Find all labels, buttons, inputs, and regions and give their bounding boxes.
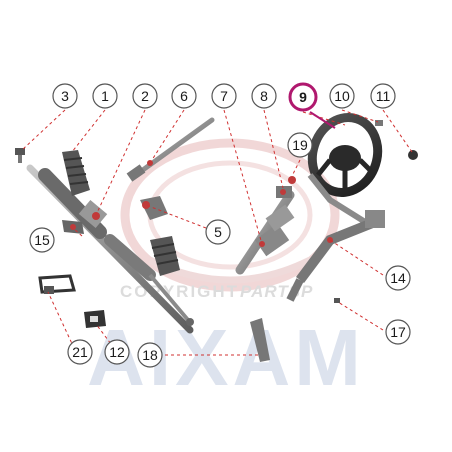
callout-label: 12 [109,344,125,360]
callout-3: 3 [52,83,78,109]
callout-circle [171,83,197,109]
callout-label: 19 [292,137,308,153]
part-19-clip [288,176,296,184]
callout-label: 10 [334,88,350,104]
callout-circle [385,319,411,345]
callout-label: 11 [376,88,391,104]
callout-label: 17 [390,324,406,340]
part-15-plate [62,220,84,234]
part-21-clamp [38,274,76,294]
callout-circle [92,83,118,109]
callout-circle [329,83,355,109]
part-8-column-switch [276,186,292,198]
callout-circle [370,83,396,109]
callout-label: 18 [142,347,158,363]
callout-circle [251,83,277,109]
callout-circle [287,132,313,158]
part-12-gasket [84,310,106,328]
callout-6: 6 [171,83,197,109]
callout-circle [67,339,93,365]
callout-19: 19 [287,132,313,158]
callout-label: 8 [260,88,268,104]
callout-label: 2 [141,88,149,104]
callout-21: 21 [67,339,93,365]
callout-17: 17 [385,319,411,345]
part-6-shaft [126,117,215,182]
callout-18: 18 [137,342,163,368]
callout-15: 15 [29,227,55,253]
part-18-shield [250,318,270,362]
callout-label: 21 [72,344,88,360]
callout-label: 1 [101,88,109,104]
callout-label: 5 [214,224,222,240]
brand-watermark: AIXAM [87,313,365,402]
callout-circle [132,83,158,109]
copyright-watermark: COPYRIGHT [120,282,239,301]
callout-label: 3 [61,88,69,104]
part-14-bracket [286,173,385,302]
highlight-leader [309,111,336,129]
copyright-watermark-brand: PARTSP [240,282,313,301]
part-10-nut [375,120,383,126]
callout-2: 2 [132,83,158,109]
callout-circle [288,82,318,112]
callout-label: 7 [220,88,228,104]
callout-circle [52,83,78,109]
leader-lines [21,109,413,356]
part-9-steering-wheel [307,113,383,197]
part-1-boot [62,150,90,196]
watermark-logo [120,138,340,292]
callout-10: 10 [329,83,355,109]
callout-12: 12 [104,339,130,365]
callout-11: 11 [370,83,396,109]
callout-circle [211,83,237,109]
callout-circle [137,342,163,368]
part-2-steering-rack [26,164,194,334]
callout-label: 15 [34,232,50,248]
callout-5: 5 [205,219,231,245]
callout-circle [205,219,231,245]
callout-8: 8 [251,83,277,109]
callout-circle [104,339,130,365]
callout-14: 14 [385,265,411,291]
callout-label: 6 [180,88,188,104]
callout-label: 14 [390,270,406,286]
callout-circle [29,227,55,253]
callout-7: 7 [211,83,237,109]
callout-circle [385,265,411,291]
callout-1: 1 [92,83,118,109]
part-3-bolt [15,148,25,163]
callout-9: 9 [288,82,318,112]
callout-label: 9 [299,89,307,105]
part-17-screw [334,298,340,303]
part-11-cap [408,150,418,160]
